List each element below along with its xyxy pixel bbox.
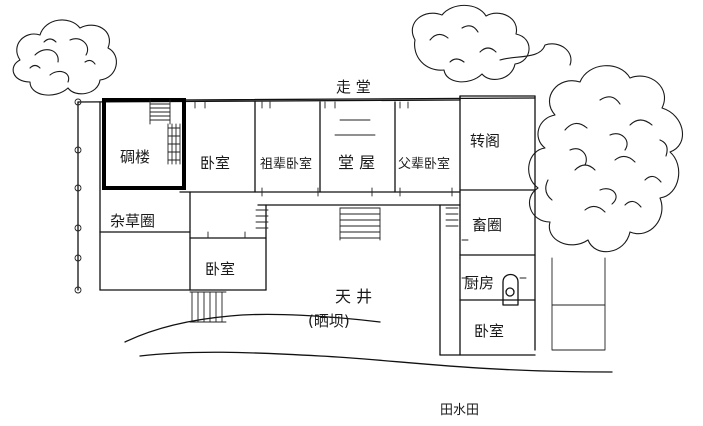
- label-livestock-pen: 畜圈: [472, 216, 502, 234]
- label-kitchen: 厨房: [464, 274, 494, 292]
- label-hall-corridor: 走 堂: [336, 78, 371, 96]
- column-posts: [74, 98, 82, 294]
- label-bedroom-right: 卧室: [474, 322, 504, 340]
- label-courtyard: 天 井: [335, 287, 372, 306]
- stairs-left: [255, 209, 269, 229]
- stairs-right: [445, 207, 459, 227]
- label-parents-bedroom: 父辈卧室: [398, 156, 450, 172]
- label-farmland: 田水田: [440, 403, 479, 418]
- stairs-entrance: [189, 291, 227, 323]
- label-main-hall: 堂 屋: [338, 153, 375, 172]
- label-grandparents-bedroom: 祖辈卧室: [260, 156, 312, 172]
- outbuilding: [551, 257, 606, 351]
- tree-top-right-icon: [412, 4, 572, 83]
- building-outline: [77, 95, 536, 356]
- diaolou-tower: [102, 98, 186, 190]
- label-diaolou: 碉楼: [120, 148, 150, 166]
- label-courtyard-note: (晒坝): [308, 312, 350, 330]
- stove-icon: [502, 273, 519, 306]
- door-marks: [194, 101, 527, 279]
- label-bedroom-lower: 卧室: [205, 260, 235, 278]
- tree-left-icon: [12, 19, 117, 96]
- label-bedroom-left: 卧室: [200, 154, 230, 172]
- ground-lines: [124, 313, 613, 373]
- label-storehouse: 杂草圈: [110, 212, 155, 230]
- label-granary: 转阁: [470, 132, 500, 150]
- tree-right-icon: [528, 65, 684, 253]
- stairs-courtyard: [339, 207, 381, 241]
